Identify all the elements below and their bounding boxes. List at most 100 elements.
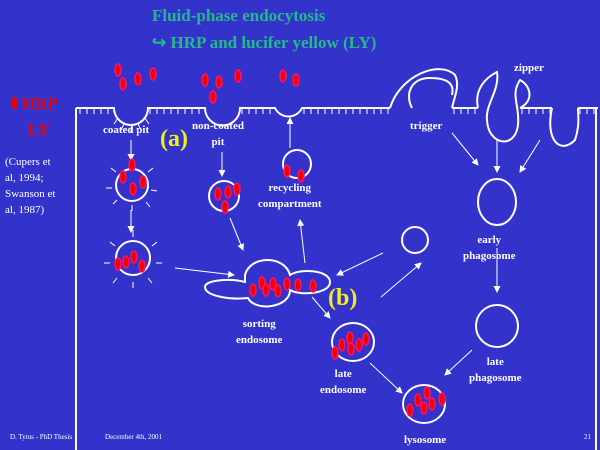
tracer-particle bbox=[274, 284, 282, 298]
reference-line: (Cupers et bbox=[5, 156, 51, 168]
tracer-particle bbox=[139, 175, 147, 189]
coated-pit-bristles bbox=[113, 117, 150, 133]
pathway-tag-b: (b) bbox=[328, 285, 358, 311]
label-line: late bbox=[334, 368, 352, 380]
label-recycling-compartment: recycling compartment bbox=[258, 180, 322, 212]
tracer-particle bbox=[297, 169, 305, 183]
tracer-particle bbox=[234, 69, 242, 83]
footer-author: D. Tytus - PhD Thesis bbox=[10, 433, 73, 441]
tracer-particle bbox=[347, 342, 355, 356]
tracer-particle bbox=[128, 158, 136, 172]
tracer-particle bbox=[114, 257, 122, 271]
subtitle-text: HRP and lucifer yellow (LY) bbox=[170, 33, 377, 52]
arrow-particle-to-sorting bbox=[336, 252, 384, 276]
tracer-particle bbox=[438, 392, 446, 406]
tracer-particle bbox=[406, 403, 414, 417]
label-line: endosome bbox=[320, 384, 367, 396]
label-late-phagosome: late phagosome bbox=[469, 354, 522, 386]
zipper-cup bbox=[476, 70, 531, 143]
label-sorting-endosome: sorting endosome bbox=[236, 316, 282, 348]
vesicle-coat bbox=[104, 159, 162, 288]
tracer-particle bbox=[423, 386, 431, 400]
tracer-particle bbox=[129, 182, 137, 196]
recycling-vesicle bbox=[282, 149, 312, 179]
label-line: non-coated bbox=[192, 120, 244, 132]
label-line: compartment bbox=[258, 198, 322, 210]
zipper-cup-2 bbox=[549, 107, 580, 147]
tracer-particle bbox=[262, 283, 270, 297]
tracer-particle bbox=[362, 332, 370, 346]
arrow-zipper2-to-early bbox=[519, 139, 541, 173]
late-endosome bbox=[331, 322, 375, 362]
tracer-particle bbox=[283, 164, 291, 178]
tracer-particle bbox=[292, 73, 300, 87]
tracer-particle bbox=[309, 279, 317, 293]
tracer-particle bbox=[428, 397, 436, 411]
slide-subtitle: ↪ HRP and lucifer yellow (LY) bbox=[152, 33, 376, 53]
tracer-particle bbox=[122, 255, 130, 269]
pathway-tag-a: (a) bbox=[160, 126, 188, 152]
lysosome bbox=[402, 384, 446, 424]
label-line: phagosome bbox=[469, 372, 522, 384]
uncoating-vesicle bbox=[115, 240, 151, 276]
tracer-particle bbox=[414, 393, 422, 407]
label-line: endosome bbox=[236, 334, 283, 346]
arrow-late-phagosome-to-lysosome bbox=[444, 349, 473, 376]
plasma-membrane bbox=[76, 107, 390, 127]
phagocytic-particle bbox=[401, 226, 429, 254]
reference-line: al, 1987) bbox=[5, 204, 45, 216]
tracer-particle bbox=[201, 73, 209, 87]
tracer-particle bbox=[233, 182, 241, 196]
tracer-particle bbox=[269, 277, 277, 291]
tracer-particle bbox=[283, 277, 291, 291]
late-phagosome bbox=[475, 304, 519, 348]
tracer-particle bbox=[119, 170, 127, 184]
tracer-particle bbox=[209, 90, 217, 104]
label-lysosome: lysosome bbox=[404, 434, 447, 446]
label-trigger: trigger bbox=[410, 120, 443, 132]
arrow-to-early-phagosome bbox=[380, 262, 422, 298]
early-phagosome bbox=[477, 178, 517, 226]
label-zipper: zipper bbox=[514, 62, 544, 74]
tracer-particle bbox=[279, 69, 287, 83]
tracer-particle bbox=[224, 185, 232, 199]
tracer-particle bbox=[420, 401, 428, 415]
tracer-particle bbox=[294, 278, 302, 292]
label-coated-pit: coated pit bbox=[103, 124, 150, 136]
tracer-particle bbox=[214, 187, 222, 201]
label-non-coated-pit: non-coated pit bbox=[192, 118, 244, 150]
arrow-to-sorting-2 bbox=[229, 217, 244, 251]
tracer-particle bbox=[119, 77, 127, 91]
label-late-endosome: late endosome bbox=[320, 366, 366, 398]
label-line: phagosome bbox=[463, 250, 516, 262]
arrow-sorting-to-recycling bbox=[297, 219, 306, 264]
reference-line: al, 1994; bbox=[5, 172, 44, 184]
label-line: recycling bbox=[268, 182, 312, 194]
tracer-particle bbox=[331, 346, 339, 360]
sorting-endosome bbox=[203, 259, 332, 308]
arrow-sorting-to-late bbox=[311, 296, 331, 319]
footer-date: December 4th, 2001 bbox=[105, 433, 162, 441]
legend-hrp-label: HRP bbox=[22, 94, 58, 113]
trigger-ruffle bbox=[389, 68, 459, 109]
tracer-particle bbox=[249, 283, 257, 297]
arrow-trigger-to-early bbox=[451, 132, 479, 166]
tracer-particle bbox=[134, 72, 142, 86]
slide-title: Fluid-phase endocytosis bbox=[152, 6, 326, 25]
hrp-particle-icon bbox=[12, 97, 17, 109]
reference-citation: (Cupers et al, 1994; Swanson et al, 1987… bbox=[5, 154, 55, 218]
tracer-particle bbox=[130, 250, 138, 264]
tracer-particle bbox=[346, 331, 354, 345]
label-line: sorting bbox=[242, 318, 276, 330]
tracer-particle bbox=[114, 63, 122, 77]
tracer-particle bbox=[215, 75, 223, 89]
arrow-to-sorting-1 bbox=[174, 267, 235, 278]
label-early-phagosome: early phagosome bbox=[463, 232, 516, 264]
tracer-particle bbox=[355, 338, 363, 352]
label-line: pit bbox=[211, 136, 225, 148]
tracer-particle bbox=[149, 67, 157, 81]
tracer-particle bbox=[221, 200, 229, 214]
footer-page-number: 21 bbox=[584, 433, 591, 441]
curved-arrow-icon: ↪ bbox=[152, 33, 167, 52]
